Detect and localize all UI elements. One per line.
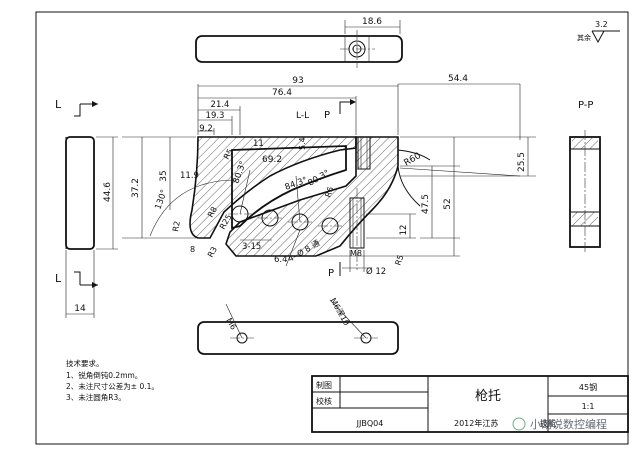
tech-note-3: 3、未注圆角R3。 <box>66 392 126 402</box>
section-p-bottom: P <box>328 268 334 279</box>
roughness-symbol: 3.2 其余 <box>577 20 620 44</box>
main-view: 93 76.4 54.4 21.4 19.3 9.2 11 69.2 5.4 L… <box>122 74 536 279</box>
dim-11: 11 <box>253 139 264 149</box>
title-drawn: 制图 <box>316 380 332 390</box>
dim-r6: R6 <box>323 186 335 199</box>
dim-35: 35 <box>159 170 169 181</box>
drawing-border <box>35 11 629 445</box>
dim-12: 12 <box>399 225 409 236</box>
dim-25-5: 25.5 <box>517 152 527 172</box>
watermark: 小胡说数控编程 <box>512 417 607 431</box>
tech-notes-title: 技术要求。 <box>66 358 104 368</box>
section-l-top: L <box>55 98 62 111</box>
title-part-name: 枪托 <box>475 388 501 404</box>
roughness-value: 3.2 <box>595 20 608 29</box>
dim-54-4: 54.4 <box>448 74 468 84</box>
technical-requirements: 技术要求。 1、锐角倒钝0.2mm。 2、未注尺寸公差为± 0.1。 3、未注圆… <box>66 358 159 402</box>
dim-3-15: 3-15 <box>242 242 261 252</box>
dim-93: 93 <box>292 76 303 86</box>
section-ll-label: L-L <box>296 111 309 121</box>
tech-note-2: 2、未注尺寸公差为± 0.1。 <box>66 381 159 391</box>
dim-76-4: 76.4 <box>272 88 292 98</box>
dim-52: 52 <box>443 198 453 209</box>
dim-6-4: 6.4 <box>274 255 288 265</box>
pp-view: P-P <box>569 100 601 252</box>
dim-9-2: 9.2 <box>199 124 213 134</box>
dim-18-6: 18.6 <box>362 17 382 27</box>
title-code: JJBQ04 <box>356 419 384 428</box>
section-p-top: P <box>324 110 330 121</box>
top-view: 18.6 <box>195 17 403 68</box>
main-pocket <box>231 145 347 230</box>
dim-r2: R2 <box>171 220 182 232</box>
dim-47-5: 47.5 <box>421 194 431 214</box>
dim-5-4: 5.4 <box>298 137 307 150</box>
dim-19-3: 19.3 <box>206 111 225 121</box>
left-view: L L 14 44.6 <box>55 98 118 318</box>
dim-37-2: 37.2 <box>131 178 141 198</box>
dim-11-9: 11.9 <box>180 171 199 181</box>
section-l-bottom: L <box>55 272 62 285</box>
dim-phi12: Ø 12 <box>366 266 386 277</box>
dim-44-6: 44.6 <box>103 182 113 202</box>
dim-14: 14 <box>74 304 86 314</box>
dim-m8: M8 <box>350 249 362 258</box>
angle-80-3-b: 80.3° <box>307 168 332 188</box>
title-material: 45钢 <box>579 382 597 392</box>
title-block: 制图 校核 枪托 45钢 1:1 JJBQ04 2012年江苏 技能 <box>311 375 629 433</box>
dim-r5-b: R5 <box>393 254 405 267</box>
tech-note-1: 1、锐角倒钝0.2mm。 <box>66 370 142 380</box>
dim-130-deg: 130° <box>153 188 169 211</box>
title-checked: 校核 <box>316 396 332 406</box>
title-event-tail: 技能 <box>540 418 556 428</box>
m6-top-hole <box>357 136 371 170</box>
dim-r3: R3 <box>206 245 219 259</box>
dim-8: 8 <box>190 245 195 254</box>
section-pp-label: P-P <box>578 100 593 111</box>
bottom-view: M6 M6深10 <box>197 297 399 355</box>
title-event: 2012年江苏 <box>454 418 498 428</box>
dim-69-2: 69.2 <box>262 155 282 165</box>
watermark-text: 小胡说数控编程 <box>530 417 607 431</box>
callout-m6: M6 <box>224 317 238 332</box>
dim-21-4: 21.4 <box>211 100 230 110</box>
roughness-note: 其余 <box>577 33 591 42</box>
title-scale: 1:1 <box>582 402 595 411</box>
